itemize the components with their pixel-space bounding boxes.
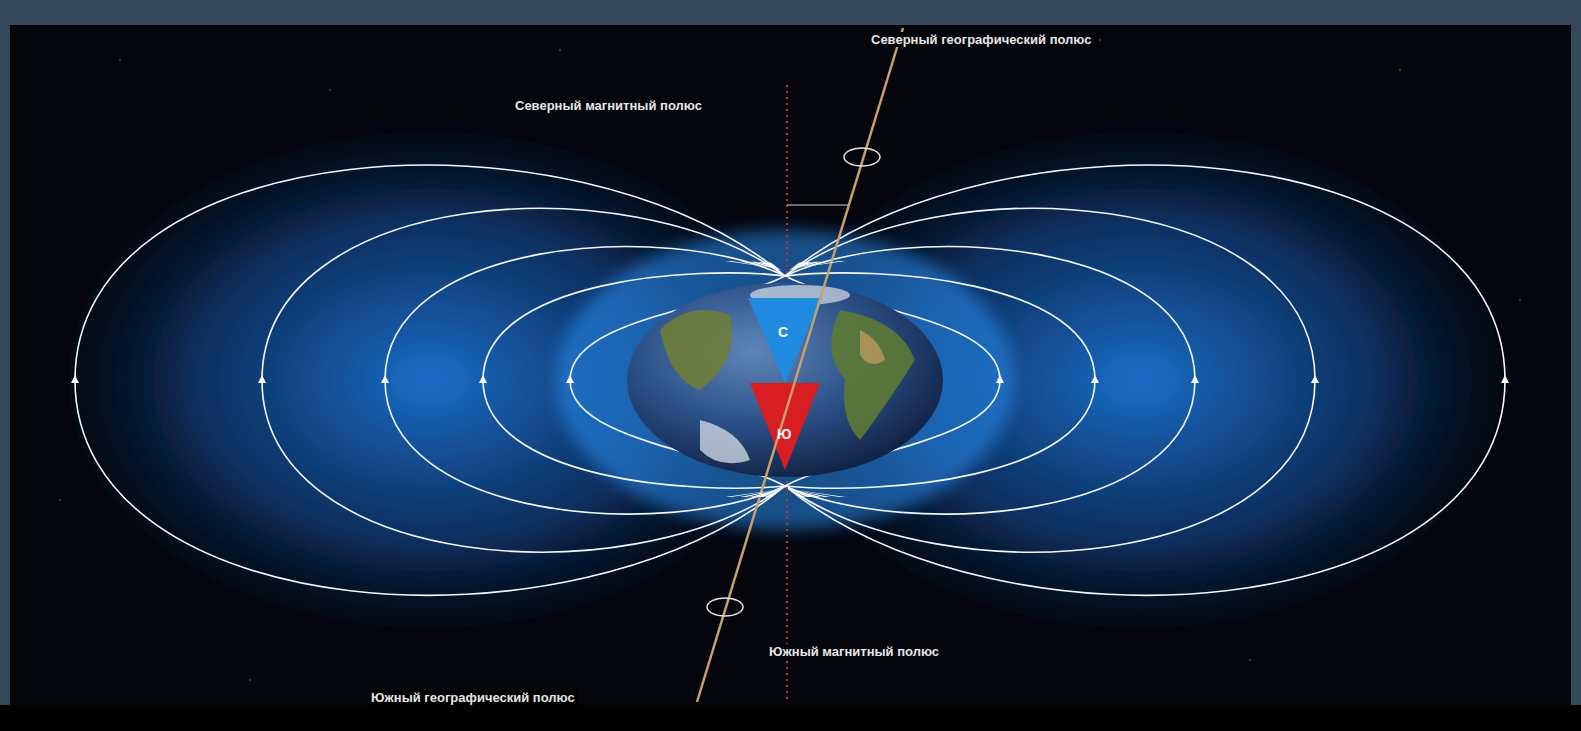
field-arrow: [1191, 375, 1199, 383]
field-arrow: [750, 262, 781, 270]
geographic-axis: [697, 28, 903, 702]
field-arrows: [71, 261, 1509, 497]
field-arrow: [1311, 375, 1319, 383]
field-arrow: [789, 262, 821, 270]
field-arrow: [750, 489, 781, 497]
field-arrow: [1501, 375, 1509, 383]
field-arrow: [789, 489, 830, 497]
field-arrow: [740, 489, 781, 497]
compass-needle-south: [750, 383, 820, 470]
pole-label: Южный географический полюс: [368, 690, 578, 705]
field-line: [785, 208, 1315, 552]
field-arrow: [566, 375, 574, 383]
field-arrow: [740, 261, 781, 269]
earth: [627, 283, 943, 477]
field-lines: [75, 165, 1505, 595]
continents: [660, 285, 915, 463]
field-arrow: [996, 375, 1004, 383]
field-arrow: [789, 489, 821, 497]
field-line: [785, 247, 1195, 515]
pole-label: Северный географический полюс: [868, 32, 1095, 47]
field-line: [785, 165, 1505, 595]
bottom-band: [0, 705, 1581, 731]
field-glow: [30, 105, 1540, 655]
field-arrow: [765, 489, 781, 497]
field-arrow: [789, 489, 813, 497]
field-line: [262, 208, 785, 552]
pole-label: Южный магнитный полюс: [766, 644, 942, 659]
field-arrow: [479, 375, 487, 383]
field-arrow: [71, 375, 79, 383]
field-arrow: [1091, 375, 1099, 383]
field-arrow: [789, 261, 830, 269]
field-arrow: [789, 262, 813, 270]
pole-label: Северный магнитный полюс: [512, 98, 705, 113]
needle-letter: Ю: [777, 426, 791, 442]
tilt-marker: [787, 205, 848, 206]
field-arrow: [765, 262, 781, 270]
field-arrow: [758, 489, 781, 497]
field-arrow: [381, 375, 389, 383]
field-arrow: [789, 489, 846, 497]
field-arrow: [758, 262, 781, 270]
field-arrow: [258, 375, 266, 383]
space-background: [10, 25, 1571, 731]
rotation-symbols: [707, 148, 880, 616]
field-arrow: [789, 489, 805, 497]
needle-letter: С: [778, 324, 788, 340]
field-arrow: [789, 262, 805, 270]
field-arrow: [725, 489, 781, 497]
compass-needle-north: [748, 298, 822, 383]
